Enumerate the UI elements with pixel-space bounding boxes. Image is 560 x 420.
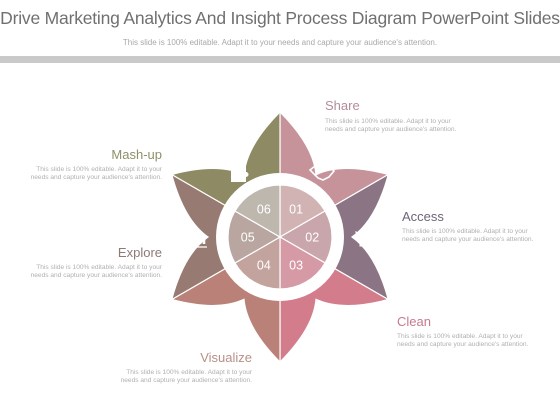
pie-slice-04 (234, 235, 281, 290)
page-title: Drive Marketing Analytics And Insight Pr… (0, 8, 560, 28)
label-clean: Clean (397, 314, 431, 329)
pie-slice-01 (279, 184, 326, 239)
desc-access: This slide is 100% editable. Adapt it to… (402, 228, 534, 243)
pie-number-03: 03 (289, 258, 303, 272)
desc-share: This slide is 100% editable. Adapt it to… (325, 118, 457, 133)
pie-slice-03 (279, 235, 326, 290)
label-share: Share (325, 98, 360, 113)
desc-clean: This slide is 100% editable. Adapt it to… (397, 333, 529, 348)
desc-mash-up: This slide is 100% editable. Adapt it to… (30, 166, 162, 181)
pie-slice-06 (234, 184, 281, 239)
pie-number-01: 01 (289, 203, 303, 217)
label-mash-up: Mash-up (111, 147, 162, 162)
header-divider (0, 56, 560, 63)
desc-visualize: This slide is 100% editable. Adapt it to… (120, 369, 252, 384)
label-visualize: Visualize (200, 350, 252, 365)
pie-number-02: 02 (305, 231, 319, 245)
desc-explore: This slide is 100% editable. Adapt it to… (30, 264, 162, 279)
handshake-icon (308, 164, 336, 181)
puzzle-icon (231, 164, 249, 182)
pie-slice-05 (227, 210, 282, 264)
pie-slice-02 (278, 210, 333, 264)
page-subtitle: This slide is 100% editable. Adapt it to… (122, 38, 438, 47)
label-access: Access (402, 209, 444, 224)
pie-number-06: 06 (257, 203, 271, 217)
bar-chart-icon (189, 235, 207, 248)
target-icon (230, 307, 248, 325)
pie-number-04: 04 (257, 258, 271, 272)
lightbulb-icon (353, 229, 371, 247)
pie-number-05: 05 (241, 231, 255, 245)
label-explore: Explore (117, 245, 162, 260)
megaphone-icon (317, 307, 331, 323)
